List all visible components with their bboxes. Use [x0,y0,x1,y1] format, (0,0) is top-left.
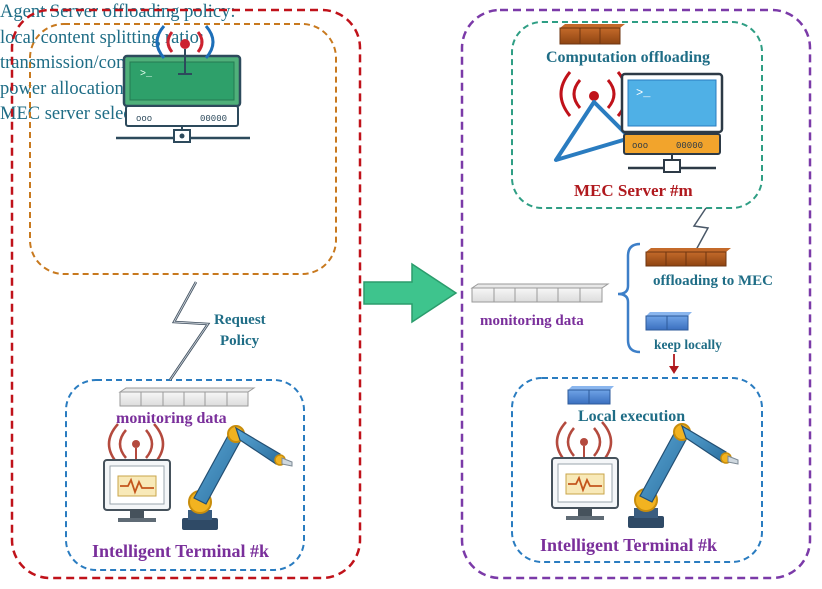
agent-server-icon: >_ ooo 00000 [116,25,250,143]
svg-text:>_: >_ [636,86,651,100]
link-label-request: Request [214,312,266,328]
right-terminal-pc-icon [550,420,620,522]
svg-text:>_: >_ [140,69,153,80]
policy-line: power allocation; [0,78,129,99]
agent-server-policy-text: Agent Server offloading policy: local co… [0,0,822,128]
policy-line: MEC server selection. [0,104,165,124]
computation-offloading-bricks [559,24,625,45]
policy-line: local content splitting ratio; [0,27,204,48]
mec-server-box [511,21,763,209]
local-execution-label: Local execution [578,408,686,425]
mec-server-title: MEC Server #m [574,181,693,200]
left-terminal-box [65,379,305,571]
local-execution-blocks [567,386,614,405]
left-monitoring-data-blocks [118,387,256,407]
right-terminal-box [511,377,763,563]
right-terminal-title: Intelligent Terminal #k [540,535,718,555]
agent-server-box [29,23,337,275]
svg-text:ooo: ooo [136,114,152,124]
right-monitoring-data-blocks [470,283,610,303]
split-brace [617,242,641,354]
keep-locally-label: keep locally [654,337,722,352]
mec-server-icon: >_ ooo 00000 [554,71,724,173]
computation-offloading-label: Computation offloading [546,49,711,66]
left-monitoring-data-label: monitoring data [116,410,227,427]
svg-text:00000: 00000 [200,114,227,124]
offloading-bricks [645,248,731,267]
left-panel-border [10,8,362,580]
request-policy-link [168,281,211,381]
keep-locally-blocks [645,312,692,331]
left-robot-arm-icon [181,425,293,531]
right-panel-border [460,8,812,580]
right-robot-arm-icon [627,423,739,529]
right-monitoring-data-label: monitoring data [480,313,584,329]
left-terminal-pc-icon [102,422,172,524]
policy-line: Agent Server offloading policy: [0,2,236,22]
request-policy-link-inner [169,281,209,381]
svg-text:00000: 00000 [676,141,703,151]
mec-link [692,207,710,251]
left-terminal-title: Intelligent Terminal #k [92,541,270,561]
down-arrow-head [669,366,679,374]
link-label-policy: Policy [220,333,260,349]
svg-text:ooo: ooo [632,141,648,151]
transition-arrow [363,262,458,324]
offloading-to-mec-label: offloading to MEC [653,273,773,289]
